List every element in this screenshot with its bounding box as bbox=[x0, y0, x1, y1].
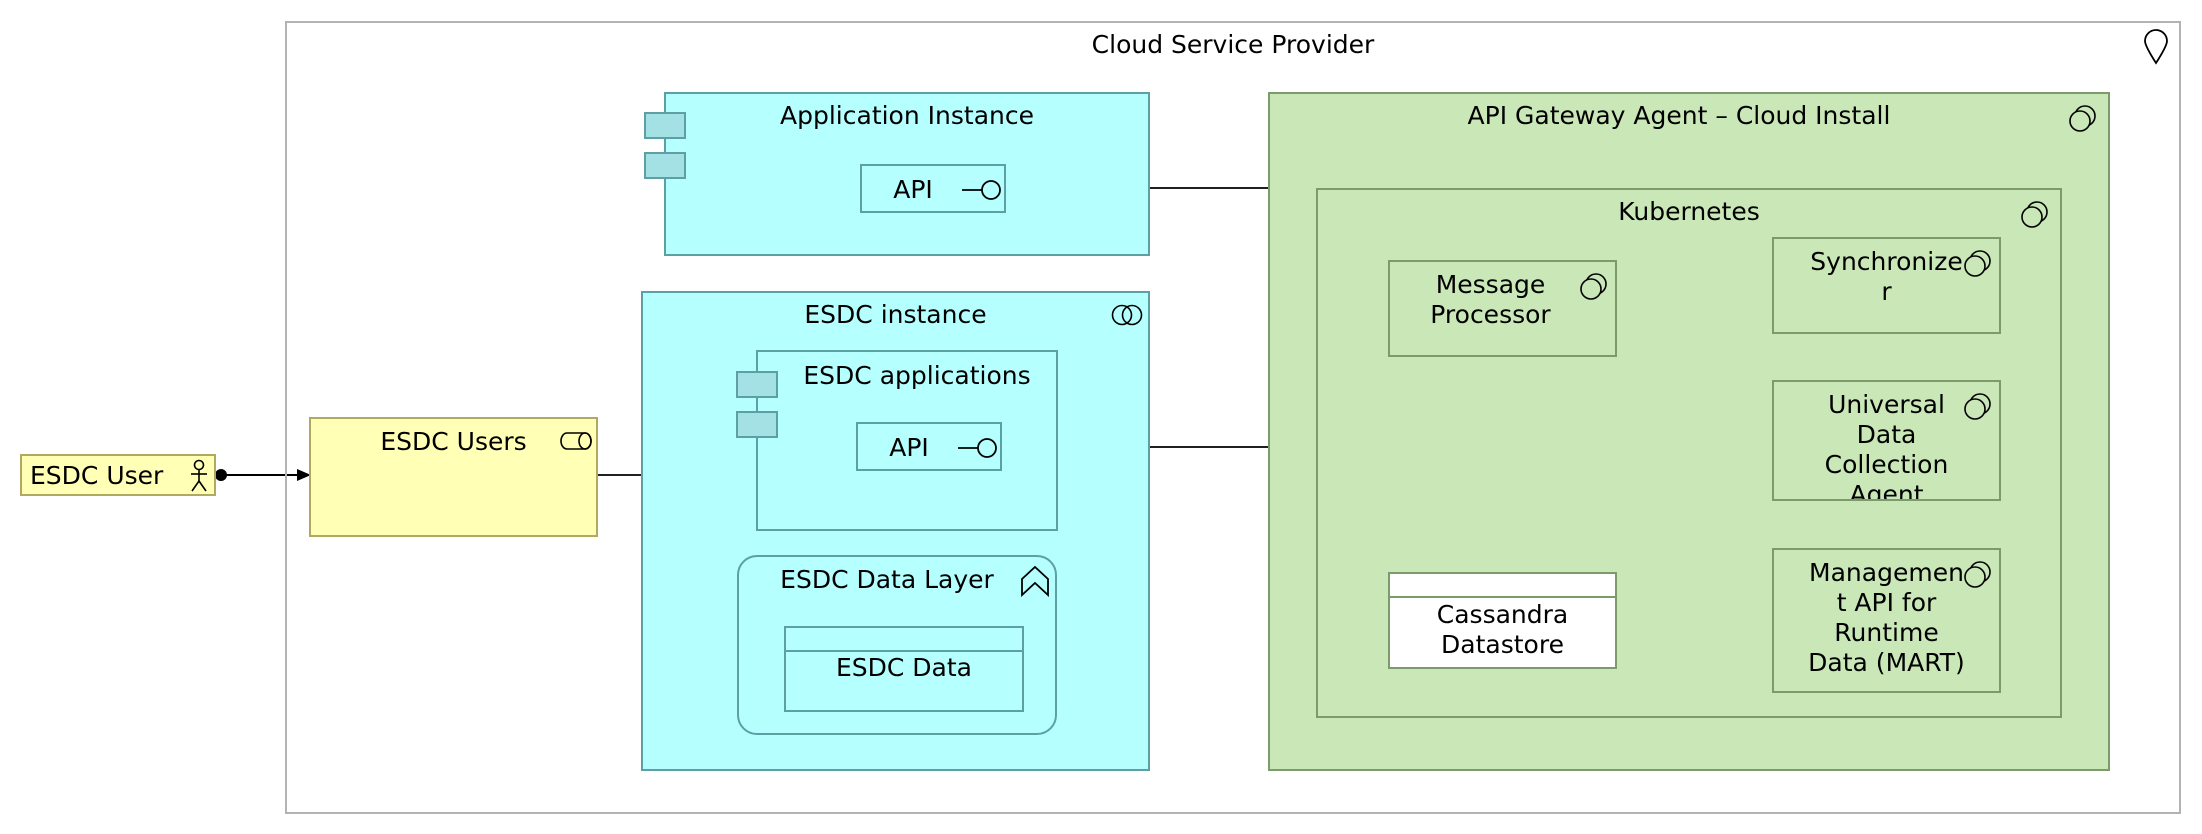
cassandra-datastore[interactable]: Cassandra Datastore bbox=[1388, 572, 1617, 669]
role-icon bbox=[560, 432, 592, 450]
esdc-data-header-divider bbox=[786, 650, 1022, 652]
interface-icon bbox=[958, 438, 997, 458]
api-gateway-agent-label: API Gateway Agent – Cloud Install bbox=[1467, 101, 1891, 130]
application-instance-api[interactable]: API bbox=[860, 164, 1006, 213]
esdc-user-label: ESDC User bbox=[30, 461, 164, 490]
system-software-icon bbox=[2069, 105, 2096, 132]
component-icon bbox=[736, 371, 778, 398]
component-icon bbox=[644, 112, 686, 139]
system-software-icon bbox=[2021, 201, 2048, 228]
udca-label: Universal Data Collection Agent bbox=[1824, 390, 1949, 501]
synchronizer-label: Synchronize r bbox=[1810, 247, 1963, 306]
mart-label: Managemen t API for Runtime Data (MART) bbox=[1808, 558, 1965, 677]
message-processor[interactable]: Message Processor bbox=[1388, 260, 1617, 357]
collaboration-icon bbox=[1111, 304, 1143, 326]
component-icon bbox=[644, 152, 686, 179]
application-instance-label: Application Instance bbox=[780, 101, 1034, 130]
application-instance-api-label: API bbox=[893, 175, 933, 204]
cassandra-label: Cassandra Datastore bbox=[1436, 600, 1569, 659]
esdc-data-layer-label: ESDC Data Layer bbox=[780, 565, 994, 594]
location-icon bbox=[2144, 29, 2168, 65]
esdc-applications-api[interactable]: API bbox=[856, 422, 1002, 471]
assignment-dot bbox=[215, 469, 227, 481]
synchronizer[interactable]: Synchronize r bbox=[1772, 237, 2001, 334]
esdc-applications-label: ESDC applications bbox=[803, 361, 1031, 390]
esdc-users[interactable]: ESDC Users bbox=[309, 417, 598, 537]
component-icon bbox=[736, 411, 778, 438]
application-instance[interactable]: Application Instance bbox=[664, 92, 1150, 256]
esdc-data[interactable]: ESDC Data bbox=[784, 626, 1024, 712]
function-icon bbox=[1021, 565, 1049, 597]
universal-data-collection-agent[interactable]: Universal Data Collection Agent bbox=[1772, 380, 2001, 501]
management-api-runtime-data[interactable]: Managemen t API for Runtime Data (MART) bbox=[1772, 548, 2001, 693]
actor-icon bbox=[191, 459, 207, 492]
system-software-icon bbox=[1964, 250, 1991, 277]
esdc-data-label: ESDC Data bbox=[835, 653, 972, 682]
system-software-icon bbox=[1580, 273, 1607, 300]
kubernetes-label: Kubernetes bbox=[1618, 197, 1760, 226]
system-software-icon bbox=[1964, 393, 1991, 420]
esdc-users-label: ESDC Users bbox=[380, 427, 527, 456]
esdc-instance-label: ESDC instance bbox=[804, 300, 987, 329]
cloud-service-provider-label: Cloud Service Provider bbox=[1091, 30, 1375, 59]
esdc-user[interactable]: ESDC User bbox=[20, 454, 216, 496]
interface-icon bbox=[962, 180, 1001, 200]
cassandra-header-divider bbox=[1390, 596, 1615, 598]
esdc-applications-api-label: API bbox=[889, 433, 929, 462]
cloud-service-provider[interactable]: Cloud Service Provider bbox=[285, 21, 2181, 814]
system-software-icon bbox=[1964, 561, 1991, 588]
message-processor-label: Message Processor bbox=[1430, 270, 1551, 329]
